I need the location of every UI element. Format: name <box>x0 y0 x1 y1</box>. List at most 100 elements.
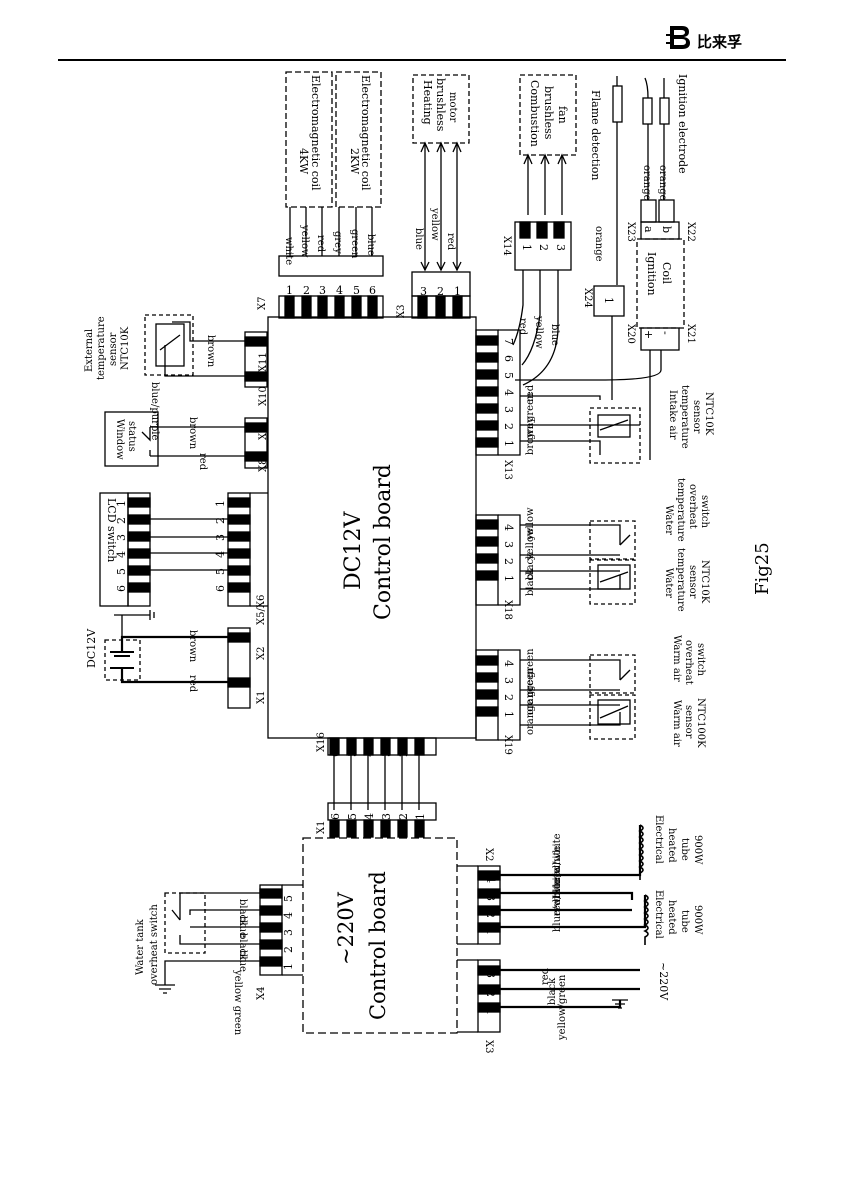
x14-wire-blue: blue <box>549 324 560 346</box>
x18-wire-black-1: black <box>525 568 536 596</box>
x3-label: X3 <box>396 305 407 318</box>
x5-pin-1: 1 <box>214 500 227 507</box>
water-switch-label-1: Water <box>663 505 674 535</box>
x1-ribbon-pin-4: 4 <box>363 813 376 820</box>
x2-wire-blue-white-2: blue/white <box>552 845 563 899</box>
x4-wire-yellow-green: yellow green <box>232 969 243 1036</box>
ignition-coil-minus: - <box>659 331 672 335</box>
ignition-coil-pin-b: b <box>660 226 673 233</box>
ac-control-board <box>302 837 458 1034</box>
coil-2kw-box <box>335 71 382 208</box>
coil-2kw-name: Electromagnetic coil <box>359 75 372 191</box>
ac-board-title: ~220V <box>334 891 358 965</box>
x16-pin-3: 3 <box>380 750 393 757</box>
x13-wire-green: green <box>525 392 536 422</box>
x19-label: X19 <box>502 735 513 755</box>
lcd-pin-6: 6 <box>115 585 128 592</box>
x5-pin-4: 4 <box>214 551 227 558</box>
x7-label: X7 <box>257 297 268 310</box>
x7-wire-1: white <box>283 237 294 265</box>
coil-4kw-box <box>285 71 333 208</box>
water-switch-element <box>589 520 636 560</box>
x13-pin-6: 6 <box>502 355 515 362</box>
window-wire-brown: brown <box>187 417 198 450</box>
x19-wire-orange-2: orange <box>525 679 536 715</box>
x4-wire-blue-1: blue <box>237 950 248 972</box>
warm-sensor-label-1: Warm air <box>671 700 682 747</box>
ac-board-subtitle: Control board <box>366 871 390 1020</box>
warm-switch-label-2: overheat <box>683 640 694 685</box>
x23-label: X23 <box>625 222 636 242</box>
x13-pin-5: 5 <box>502 372 515 379</box>
x13-label: X13 <box>502 460 513 480</box>
x19-pin-4: 4 <box>502 660 515 667</box>
power-wire-red: red <box>187 675 198 693</box>
x7-pin-4: 4 <box>336 284 343 297</box>
lcd-pin-1: 1 <box>115 500 128 507</box>
x5-pin-3: 3 <box>214 534 227 541</box>
lcd-switch-label: LCD switch <box>105 498 118 562</box>
tube-right-label-1: Electrical <box>653 815 664 864</box>
water-tank-switch-box <box>164 892 206 954</box>
x13-pin-2: 2 <box>502 423 515 430</box>
x16-pin-1: 1 <box>414 750 427 757</box>
x1-ribbon-pin-2: 2 <box>397 813 410 820</box>
x3-pin-2: 2 <box>437 285 444 298</box>
x7-pin-2: 2 <box>303 284 310 297</box>
heating-motor-label-3: motor <box>447 92 458 123</box>
x4-wire-black-2: black <box>237 899 248 927</box>
x2-label: X2 <box>256 647 267 660</box>
x4-pin-3: 3 <box>282 929 295 936</box>
x7-pin-1: 1 <box>286 284 293 297</box>
x13-wire-brown: brown <box>525 422 536 455</box>
x13-pin-4: 4 <box>502 389 515 396</box>
x24-label: X24 <box>582 288 593 308</box>
heating-motor-label-1: Heating <box>421 80 434 125</box>
x7-pin-6: 6 <box>369 284 376 297</box>
ext-wire-blue-purple: blue/purple <box>149 382 160 441</box>
coil-2kw-label: 2KW <box>348 148 361 175</box>
x7-wire-4: grey <box>332 231 343 254</box>
x5-pin-5: 5 <box>214 568 227 575</box>
ignition-wire-orange-2: orange <box>657 165 668 201</box>
x19-pin-1: 1 <box>502 711 515 718</box>
ignition-coil-label-2: Coil <box>660 262 673 285</box>
letter-b-logo-icon <box>666 26 690 49</box>
window-wire-red: red <box>197 453 208 471</box>
intake-sensor-element <box>597 414 631 438</box>
x7-pins <box>284 295 378 319</box>
x3-mains-pin-2: 2 <box>484 990 497 997</box>
x18-pin-3: 3 <box>502 541 515 548</box>
x14-wire-yellow: yellow <box>533 315 544 349</box>
x18-pin-4: 4 <box>502 524 515 531</box>
water-sensor-label-2: temperature <box>675 548 686 612</box>
combustion-fan-label-2: brushless <box>542 86 555 140</box>
x9-label: X9 <box>258 427 269 440</box>
dc12v-battery <box>104 639 141 681</box>
x5-label: X5/X6 <box>256 595 267 625</box>
x3-wire-red: red <box>445 233 456 251</box>
x16-pin-2: 2 <box>397 750 410 757</box>
x3-pin-3: 3 <box>420 285 427 298</box>
external-sensor-label-3: sensor <box>108 332 119 366</box>
x2-wire-blue-white-1: blue/white <box>552 878 563 932</box>
intake-sensor-label-3: sensor <box>691 400 702 434</box>
x24-wire-orange: orange <box>593 226 604 262</box>
x1-ribbon-pin-1: 1 <box>414 813 427 820</box>
power-wire-brown: brown <box>187 630 198 663</box>
x2-heater-pin-3: 3 <box>484 894 497 901</box>
mains-voltage-label: ~220V <box>657 962 670 1001</box>
warm-sensor-element <box>597 699 631 725</box>
x13-pin-1: 1 <box>502 440 515 447</box>
x13-pin-7: 7 <box>502 338 515 345</box>
water-tank-label-2: overheat switch <box>149 904 160 985</box>
x19-wire-green-1: green <box>525 667 536 697</box>
dc12v-label: DC12V <box>85 628 98 668</box>
window-status-box <box>104 411 159 467</box>
warm-switch-element <box>589 654 636 694</box>
water-sensor-label-1: Water <box>663 568 674 598</box>
x2-heater-pin-1: 1 <box>484 928 497 935</box>
intake-sensor-label-1: Intake air <box>667 390 678 440</box>
tube-left-label-2: heated <box>666 900 677 935</box>
